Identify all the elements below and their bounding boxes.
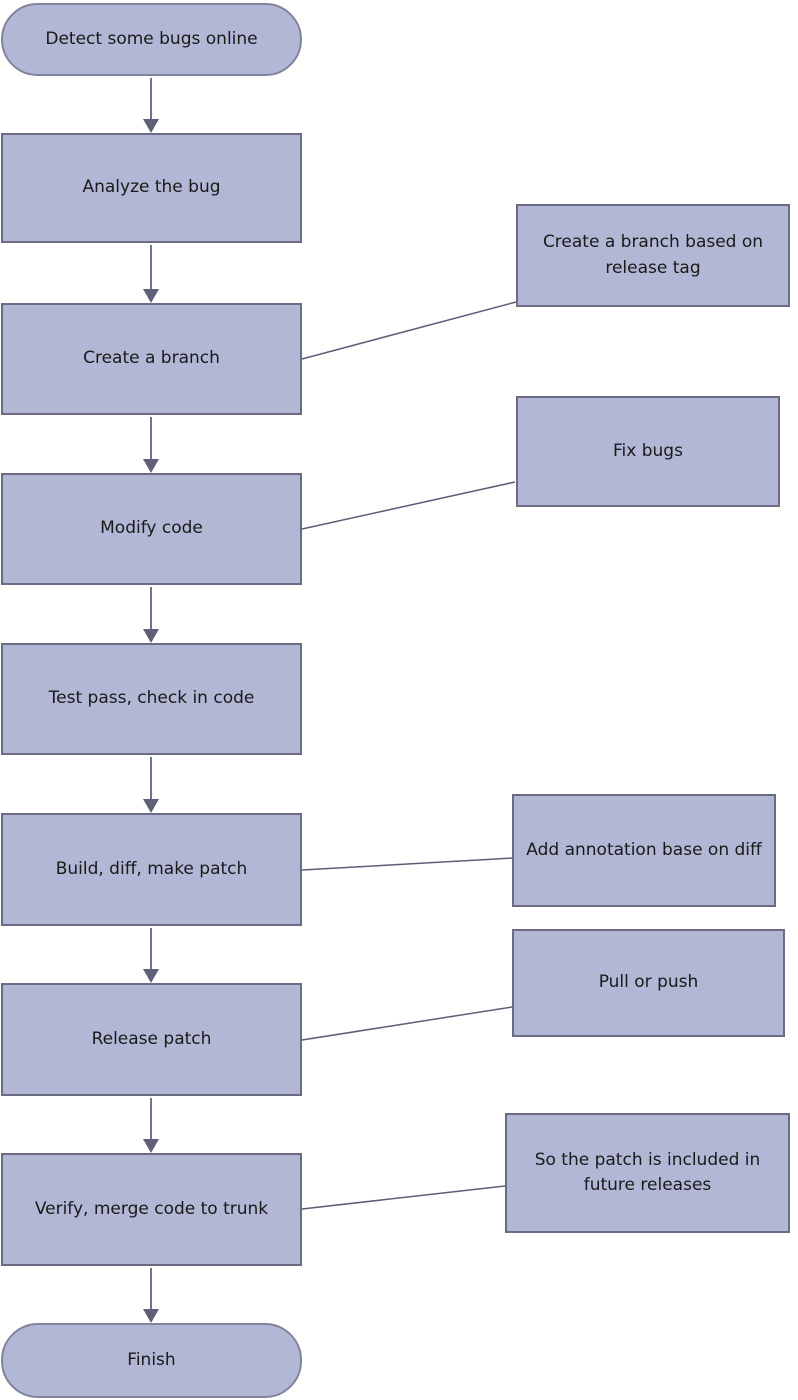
note-label: Create a branch based on release tag <box>542 232 764 278</box>
flow-node-release-patch: Release patch <box>1 983 302 1096</box>
flow-node-label: Create a branch <box>83 348 220 369</box>
flow-node-finish: Finish <box>1 1323 302 1398</box>
note-fix-bugs: Fix bugs <box>516 396 780 507</box>
note-future: So the patch is included in future relea… <box>505 1113 790 1233</box>
flow-node-start: Detect some bugs online <box>1 3 302 76</box>
flow-node-label: Detect some bugs online <box>45 28 258 49</box>
note-label: So the patch is included in future relea… <box>534 1149 761 1196</box>
flow-node-analyze-bug: Analyze the bug <box>1 133 302 243</box>
flow-node-test-pass: Test pass, check in code <box>1 643 302 755</box>
note-connector-line <box>301 301 517 1210</box>
note-label: Fix bugs <box>613 440 683 461</box>
flow-node-label: Release patch <box>91 1028 212 1049</box>
note-pull-push: Pull or push <box>512 929 785 1037</box>
note-annotation: Add annotation base on diff <box>512 794 776 907</box>
flow-node-label: Test pass, check in code <box>48 688 255 709</box>
flow-node-modify-code: Modify code <box>1 473 302 585</box>
flow-node-verify-merge: Verify, merge code to trunk <box>1 1153 302 1266</box>
note-release-tag: Create a branch based on release tag <box>516 204 790 307</box>
flow-node-create-branch: Create a branch <box>1 303 302 415</box>
flow-node-label: Modify code <box>100 518 203 539</box>
note-label: Pull or push <box>598 972 699 993</box>
flow-node-label: Finish <box>127 1349 176 1370</box>
flow-node-label: Analyze the bug <box>82 177 221 198</box>
flow-node-label: Verify, merge code to trunk <box>34 1198 269 1219</box>
flow-node-build-diff: Build, diff, make patch <box>1 813 302 926</box>
note-label: Add annotation base on diff <box>526 839 762 860</box>
flow-node-label: Build, diff, make patch <box>55 858 248 879</box>
